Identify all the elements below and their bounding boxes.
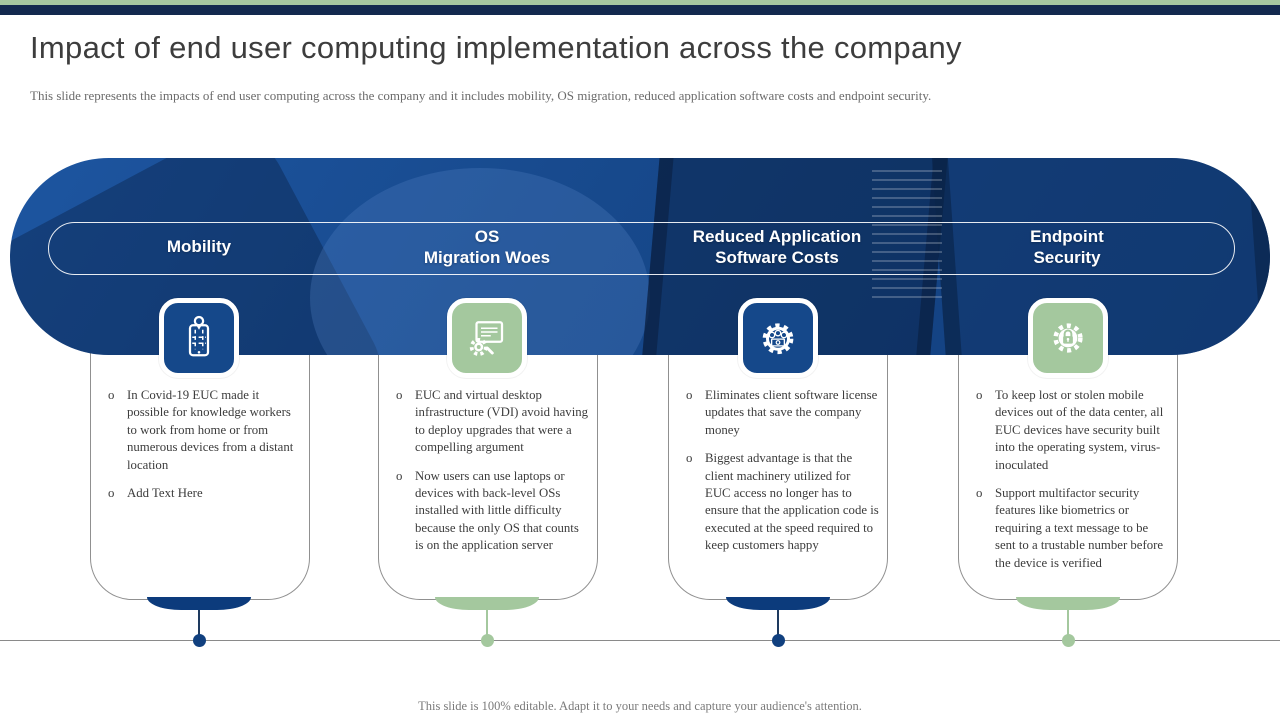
mobile-map-pin-icon xyxy=(159,298,239,378)
timeline-line xyxy=(0,640,1280,641)
bullet-list: Eliminates client software license updat… xyxy=(683,387,879,555)
bullet-item: Add Text Here xyxy=(105,485,301,503)
timeline-dot xyxy=(771,634,785,647)
timeline-dot xyxy=(1061,634,1075,647)
card-bottom-tab xyxy=(1016,597,1120,610)
header-endpoint-security: Endpoint Security xyxy=(1030,227,1104,267)
gear-lock-icon xyxy=(1053,323,1083,353)
header-mobility: Mobility xyxy=(166,237,232,257)
header-os-migration: OS Migration Woes xyxy=(423,227,551,267)
bullet-item: In Covid-19 EUC made it possible for kno… xyxy=(105,387,301,474)
card-bottom-tab xyxy=(147,597,251,610)
timeline-dot xyxy=(192,634,206,647)
timeline-connector xyxy=(777,610,779,641)
gear-lock-icon xyxy=(1028,298,1108,378)
timeline-dot xyxy=(480,634,494,647)
page-subtitle: This slide represents the impacts of end… xyxy=(30,88,932,103)
card-bottom-tab xyxy=(435,597,539,610)
bullet-item: EUC and virtual desktop infrastructure (… xyxy=(393,387,589,457)
gear-money-icon xyxy=(738,298,818,378)
gear-money-icon xyxy=(762,323,794,355)
header-software-costs: Reduced Application Software Costs xyxy=(692,227,862,267)
bullet-item: Now users can use laptops or devices wit… xyxy=(393,468,589,555)
bullet-list: In Covid-19 EUC made it possible for kno… xyxy=(105,387,301,503)
header-band-outline xyxy=(48,222,1235,275)
timeline-connector xyxy=(198,610,200,641)
card-bottom-tab xyxy=(726,597,830,610)
bullet-item: Support multifactor security features li… xyxy=(973,485,1169,572)
page-title: Impact of end user computing implementat… xyxy=(30,30,962,65)
photo-shape-code-lines xyxy=(872,170,942,300)
top-accent-strip-green xyxy=(0,0,1280,5)
mobile-map-pin-icon xyxy=(188,315,210,357)
footer-note: This slide is 100% editable. Adapt it to… xyxy=(418,699,862,713)
bullet-item: Biggest advantage is that the client mac… xyxy=(683,450,879,554)
monitor-gear-icon xyxy=(447,298,527,378)
bullet-list: EUC and virtual desktop infrastructure (… xyxy=(393,387,589,555)
bullet-list: To keep lost or stolen mobile devices ou… xyxy=(973,387,1169,572)
timeline-connector xyxy=(1067,610,1069,641)
top-accent-strip-navy xyxy=(0,5,1280,15)
bullet-item: To keep lost or stolen mobile devices ou… xyxy=(973,387,1169,474)
timeline-connector xyxy=(486,610,488,641)
monitor-gear-icon xyxy=(469,321,504,356)
bullet-item: Eliminates client software license updat… xyxy=(683,387,879,439)
